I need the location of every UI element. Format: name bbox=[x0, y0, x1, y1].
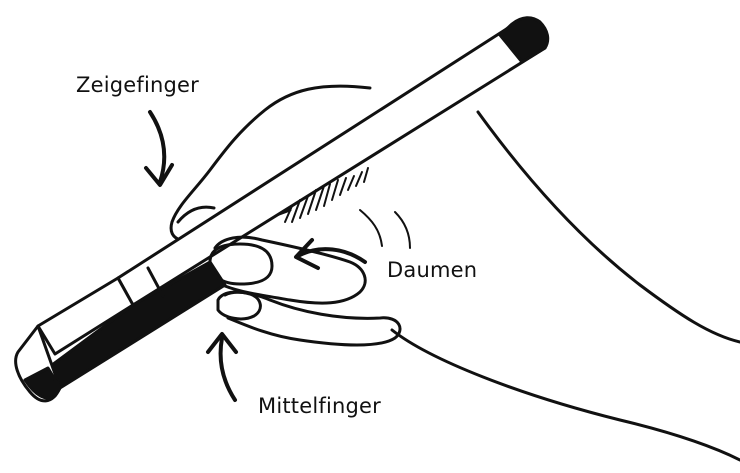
label-middle-finger: Mittelfinger bbox=[258, 394, 381, 418]
wrist-lower-outline bbox=[392, 330, 740, 460]
pen-barrel bbox=[118, 28, 545, 305]
label-thumb: Daumen bbox=[387, 258, 477, 282]
label-index-finger: Zeigefinger bbox=[76, 73, 199, 97]
arrow-index-finger-head bbox=[146, 165, 172, 185]
thumb-knuckle-lines bbox=[360, 210, 410, 248]
arrow-index-finger bbox=[150, 112, 164, 182]
hand-back-outline bbox=[478, 112, 740, 342]
